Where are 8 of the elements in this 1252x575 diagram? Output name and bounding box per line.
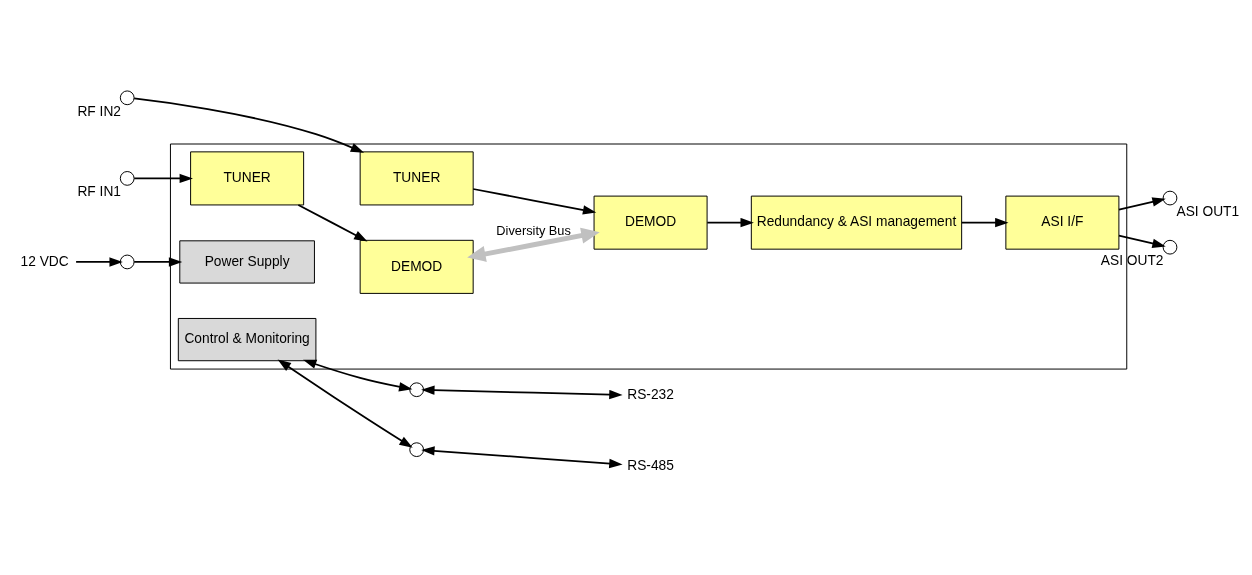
node-label: ASI OUT2 bbox=[1100, 253, 1164, 269]
node-text: RS-232 bbox=[627, 387, 674, 403]
node-text: RS-485 bbox=[627, 458, 674, 474]
node-text: 12 VDC bbox=[20, 253, 69, 269]
node-label: ASI OUT1 bbox=[1176, 203, 1240, 219]
edge-label: Diversity Bus bbox=[496, 222, 571, 238]
node-label: RF IN1 bbox=[77, 184, 121, 200]
node-label: RF IN2 bbox=[77, 103, 121, 119]
